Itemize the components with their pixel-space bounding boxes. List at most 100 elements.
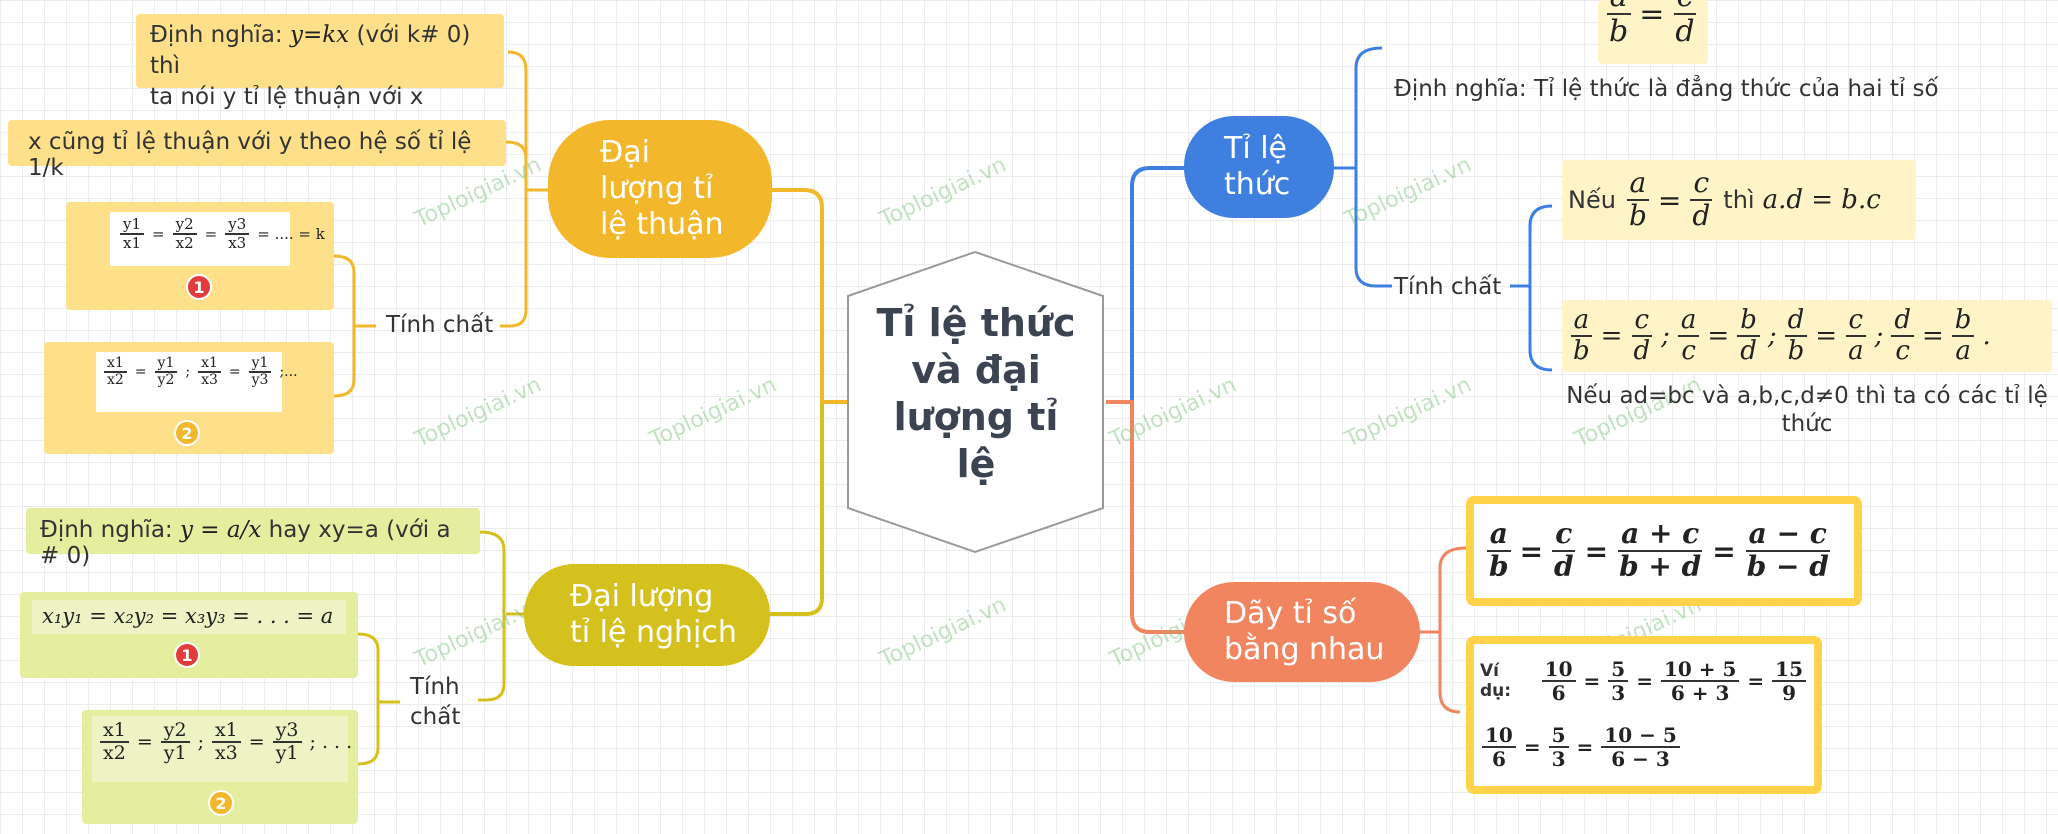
frac-denominator: 6 + 3	[1670, 681, 1730, 705]
topic-ti-le-nghich[interactable]: Đại lượng tỉ lệ nghịch	[524, 564, 770, 666]
operator-sign: =	[228, 364, 241, 381]
frac-denominator: a	[1955, 336, 1971, 366]
frac-denominator: c	[1681, 336, 1696, 366]
frac-denominator: x1	[123, 233, 142, 252]
frac-denominator: b	[1573, 336, 1590, 366]
tlt-prop2-note: Nếu ad=bc và a,b,c,d≠0 thì ta có các tỉ …	[1560, 382, 2054, 438]
frac-denominator: b	[1787, 336, 1805, 366]
thuan-definition-box[interactable]: Định nghĩa: y=kx (với k# 0) thì ta nói y…	[136, 14, 504, 110]
frac-denominator: y2	[157, 372, 175, 389]
nghich-property-1[interactable]: x₁y₁ = x₂y₂ = x₃y₃ = . . . = a 1	[20, 592, 358, 678]
frac-denominator: b + d	[1619, 550, 1702, 583]
props-label-line: chất	[410, 704, 461, 730]
frac-numerator: a	[1626, 167, 1650, 201]
central-topic-line: Tỉ lệ thức	[876, 301, 1076, 345]
operator-sign: ;...	[279, 364, 298, 381]
operator-sign: =	[1712, 534, 1736, 568]
frac-denominator: 3	[1611, 681, 1626, 705]
frac-denominator: 9	[1782, 681, 1797, 705]
central-topic[interactable]: Tỉ lệ thức và đại lượng tỉ lệ	[858, 300, 1094, 488]
frac-numerator: 5	[1608, 658, 1629, 682]
frac-denominator: b	[1609, 14, 1629, 49]
tlt-definition[interactable]: Định nghĩa: Tỉ lệ thức là đẳng thức của …	[1394, 76, 1939, 102]
frac-denominator: d	[1692, 199, 1711, 232]
frac-numerator: y1	[154, 355, 178, 374]
operator-sign: =	[1636, 669, 1653, 693]
operator-sign: =	[1523, 735, 1541, 759]
operator-sign: =	[1922, 321, 1944, 351]
example-label: Ví dụ:	[1480, 661, 1512, 701]
operator-sign: =	[152, 224, 165, 243]
frac-denominator: x2	[107, 372, 124, 389]
central-topic-line: và đại	[911, 348, 1041, 392]
operator-sign: ;	[185, 364, 191, 381]
central-hexagon	[847, 250, 1104, 554]
frac-numerator: a	[1486, 518, 1511, 552]
frac-denominator: x3	[228, 233, 247, 252]
thuan-note-box[interactable]: x cũng tỉ lệ thuận với y theo hệ số tỉ l…	[8, 120, 506, 181]
operator-sign: =	[248, 730, 265, 753]
thuan-props-label: Tính chất	[386, 312, 494, 338]
frac-numerator: x1	[198, 355, 221, 374]
prop1-mid: thì	[1723, 186, 1755, 214]
frac-numerator: c	[1690, 167, 1713, 201]
definition-prefix: Định nghĩa:	[40, 517, 180, 543]
badge-number-icon: 2	[208, 790, 234, 816]
topic-ti-le-thuc[interactable]: Tỉ lệ thức	[1184, 116, 1334, 218]
frac-denominator: b	[1489, 550, 1509, 583]
note-line: Nếu ad=bc và a,b,c,d≠0 thì ta có các tỉ …	[1566, 383, 2048, 409]
nghich-definition-box[interactable]: Định nghĩa: y = a/x hay xy=a (với a # 0)	[26, 508, 480, 569]
frac-denominator: 6	[1491, 747, 1506, 771]
frac-denominator: 3	[1551, 747, 1566, 771]
frac-denominator: x3	[214, 741, 238, 764]
operator-sign: ;	[1874, 321, 1884, 351]
frac-numerator: y3	[225, 216, 250, 235]
connector-tlt-props	[1510, 204, 1553, 372]
nghich-props-label: Tính chất	[410, 672, 460, 732]
connector-thuan-props	[333, 254, 376, 398]
frac-numerator: a	[1570, 306, 1593, 337]
frac-numerator: y1	[120, 216, 145, 235]
frac-numerator: y2	[160, 720, 190, 743]
topic-ti-le-thuan[interactable]: Đại lượng tỉ lệ thuận	[548, 120, 772, 258]
props-label-line: Tính	[410, 674, 460, 700]
frac-numerator: x1	[104, 355, 127, 374]
definition-suffix: (với k# 0) thì	[150, 22, 471, 79]
frac-numerator: d	[1784, 306, 1808, 337]
frac-numerator: b	[1951, 306, 1975, 337]
topic-title-line: bằng nhau	[1224, 632, 1385, 667]
frac-numerator: a	[1606, 0, 1631, 15]
frac-numerator: y2	[172, 216, 197, 235]
frac-numerator: 10	[1482, 724, 1516, 748]
topic-title-line: lượng tỉ	[600, 171, 714, 206]
topic-title-line: thức	[1224, 167, 1291, 202]
frac-denominator: x2	[103, 741, 126, 764]
topic-day-ti-so[interactable]: Dãy tỉ số bằng nhau	[1184, 582, 1420, 682]
frac-denominator: x2	[175, 233, 194, 252]
